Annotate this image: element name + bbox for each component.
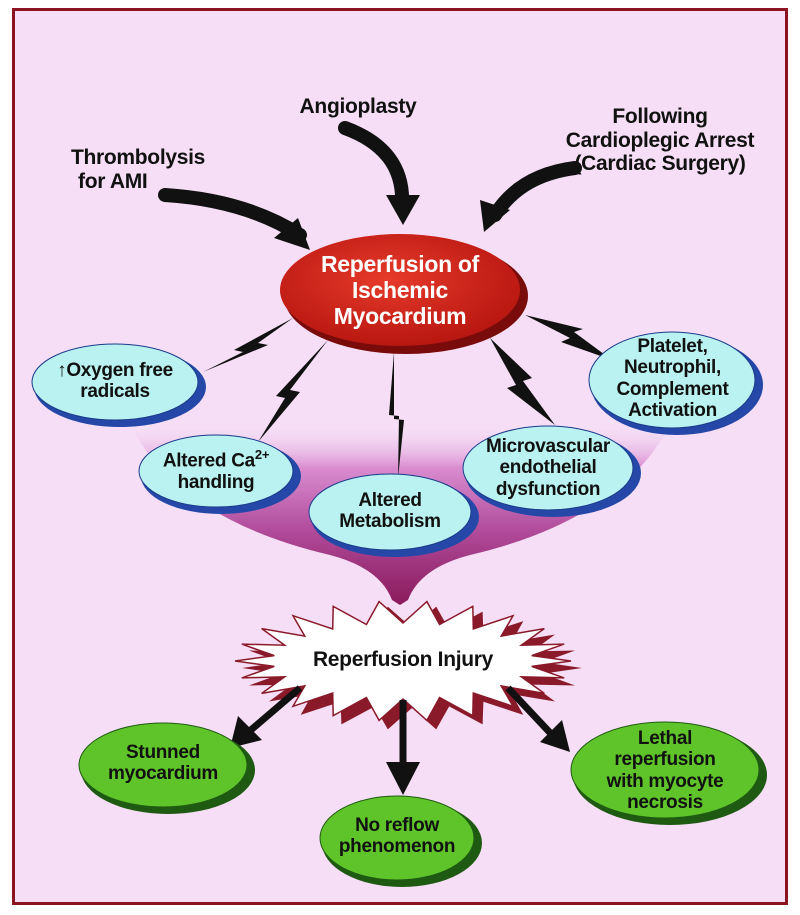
outcome-label-lethal: Lethal reperfusion with myocyte necrosis [606, 728, 724, 813]
down-arrow-icon-stunned [230, 685, 303, 748]
lightning-bolt-icon-metabolism [389, 352, 404, 478]
down-arrow-icon-lethal [505, 685, 570, 752]
source-label-angioplasty: Angioplasty [299, 95, 417, 118]
mechanism-label-microvascular: Microvascular endothelial dysfunction [486, 436, 610, 500]
center-node [280, 234, 528, 354]
mechanism-node-platelet [588, 331, 763, 435]
curved-arrow-icon-thrombolysis [158, 188, 310, 250]
outcome-label-stunned: Stunned myocardium [108, 742, 218, 785]
mechanism-label-metabolism: Altered Metabolism [339, 490, 441, 533]
outcome-node-noreflow [319, 795, 482, 887]
mechanism-node-calcium [138, 434, 301, 514]
mechanism-label-platelet: Platelet, Neutrophil, Complement Activat… [616, 336, 729, 421]
mechanism-label-calcium: Altered Ca2+ handling [162, 447, 270, 493]
center-label: Reperfusion of Ischemic Myocardium [320, 251, 480, 329]
mechanism-node-metabolism [308, 473, 479, 557]
lightning-bolt-icon-platelet [525, 315, 612, 360]
outcome-node-lethal [570, 721, 767, 825]
mechanism-label-oxygen: ↑Oxygen free radicals [57, 360, 173, 403]
mechanism-node-oxygen [31, 343, 206, 427]
source-label-thrombolysis: Thrombolysis for AMI [70, 146, 206, 193]
outcome-label-noreflow: No reflow phenomenon [338, 815, 456, 858]
curved-arrow-icon-cardioplegic [480, 161, 582, 232]
lightning-bolt-icon-oxygen [203, 318, 293, 372]
up-arrow-icon: ↑ [57, 360, 67, 381]
lightning-bolt-icon-calcium [258, 340, 328, 442]
lightning-bolt-icon-microvascular [490, 338, 555, 425]
curved-arrow-icon-angioplasty [338, 121, 420, 225]
source-label-cardioplegic: Following Cardioplegic Arrest (Cardiac S… [565, 105, 755, 176]
outcome-node-stunned [78, 722, 255, 814]
down-arrow-icon-noreflow [386, 700, 420, 795]
injury-label: Reperfusion Injury [312, 648, 494, 671]
injury-starburst [234, 600, 582, 730]
mechanism-node-microvascular [462, 425, 641, 517]
